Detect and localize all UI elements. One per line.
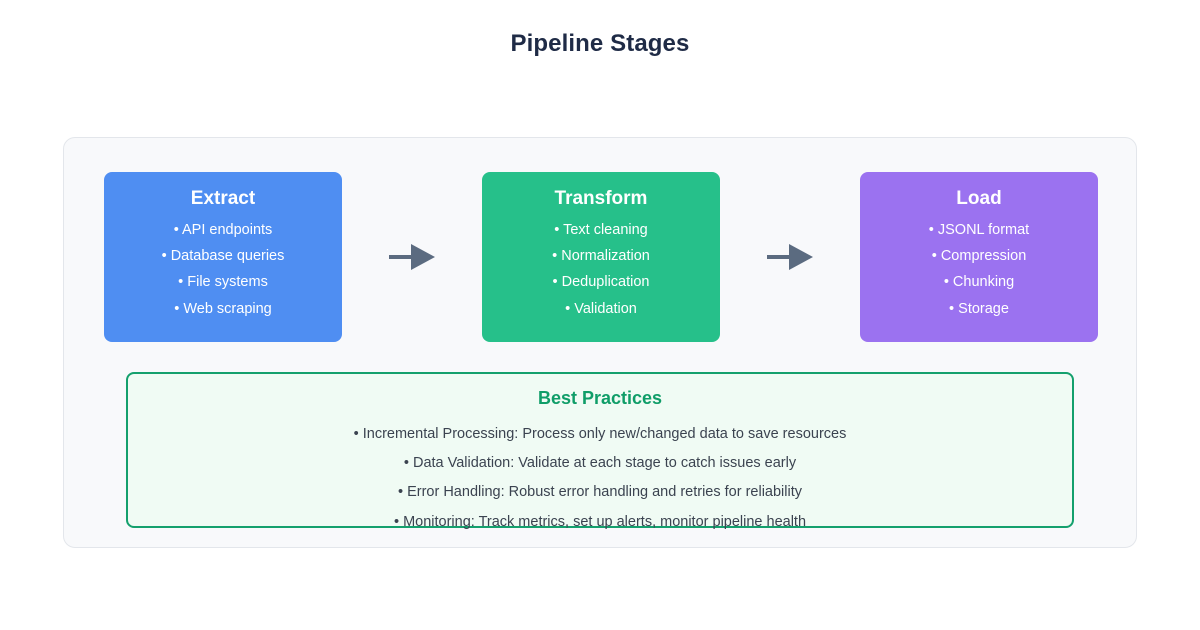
- arrow-right-icon-extract-to-transform: [389, 242, 435, 272]
- best-practices-items: • Incremental Processing: Process only n…: [128, 426, 1072, 530]
- page-title: Pipeline Stages: [510, 30, 690, 57]
- stage-item: • Compression: [931, 248, 1027, 265]
- arrow-head: [789, 244, 813, 270]
- stage-item: • Web scraping: [174, 300, 272, 317]
- stage-item: • File systems: [178, 274, 268, 291]
- arrow-head: [411, 244, 435, 270]
- stage-box-transform[interactable]: Transform • Text cleaning • Normalizatio…: [482, 172, 720, 342]
- arrow-right-icon-transform-to-load: [767, 242, 813, 272]
- best-practice-item: • Data Validation: Validate at each stag…: [403, 455, 797, 472]
- stage-item: • Validation: [565, 300, 637, 317]
- arrow-shaft: [389, 255, 419, 259]
- stage-items-transform: • Text cleaning • Normalization • Dedupl…: [492, 222, 710, 317]
- best-practices-title: Best Practices: [537, 388, 663, 408]
- stage-title-extract: Extract: [190, 188, 256, 209]
- stage-item: • API endpoints: [173, 222, 273, 238]
- best-practice-item: • Error Handling: Robust error handling …: [397, 484, 802, 501]
- best-practice-item: • Monitoring: Track metrics, set up aler…: [393, 513, 807, 530]
- stage-items-load: • JSONL format • Compression • Chunking …: [870, 222, 1088, 317]
- stage-box-load[interactable]: Load • JSONL format • Compression • Chun…: [860, 172, 1098, 342]
- stage-box-extract[interactable]: Extract • API endpoints • Database queri…: [104, 172, 342, 342]
- stage-item: • Deduplication: [552, 274, 650, 291]
- stage-item: • Text cleaning: [554, 222, 648, 238]
- stage-item: • Database queries: [161, 248, 285, 265]
- stage-item: • Chunking: [943, 274, 1015, 291]
- diagram-panel: Extract • API endpoints • Database queri…: [63, 137, 1137, 548]
- stages-row: Extract • API endpoints • Database queri…: [104, 172, 1098, 342]
- stage-items-extract: • API endpoints • Database queries • Fil…: [114, 222, 332, 317]
- stage-item: • Normalization: [552, 248, 650, 265]
- arrow-shaft: [767, 255, 797, 259]
- stage-title-load: Load: [956, 188, 1002, 209]
- stage-title-transform: Transform: [554, 188, 648, 209]
- stage-item: • JSONL format: [928, 222, 1030, 238]
- stage-item: • Storage: [949, 300, 1009, 317]
- best-practices-box: Best Practices • Incremental Processing:…: [126, 372, 1074, 530]
- best-practice-item: • Incremental Processing: Process only n…: [353, 426, 847, 442]
